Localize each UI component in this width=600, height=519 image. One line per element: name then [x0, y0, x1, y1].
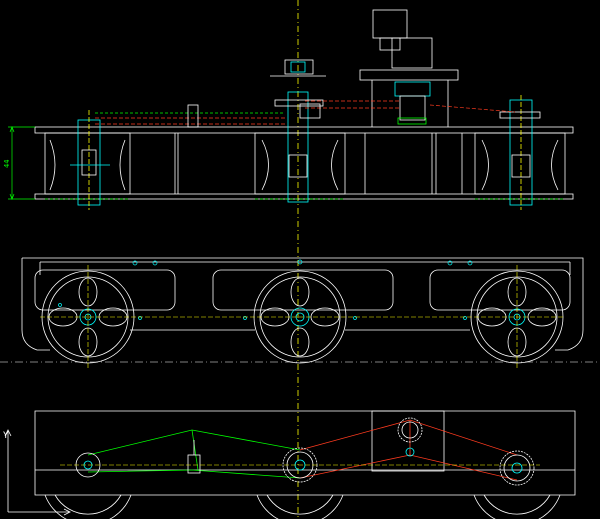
mounting-holes	[58, 259, 473, 320]
sprockets	[75, 417, 535, 486]
gearbox-plate	[371, 410, 445, 472]
side-centerlines	[40, 265, 565, 368]
right-wheel-housing	[474, 132, 566, 195]
tensioner	[187, 440, 201, 474]
top-plate	[34, 126, 574, 134]
side-frame	[21, 257, 584, 351]
chain-lower	[299, 419, 518, 481]
belt-lines-top	[45, 112, 565, 200]
idler-shafts	[187, 103, 321, 128]
ucs-icon	[4, 429, 71, 516]
right-sprocket	[499, 450, 535, 486]
gearbox-sprocket	[397, 417, 423, 457]
middle-wheel-profile	[261, 139, 339, 191]
right-wheel-profile	[481, 139, 559, 191]
left-wheel-profile	[49, 139, 126, 191]
frame-cutout	[34, 269, 176, 311]
belt-lower	[87, 429, 301, 479]
ucs-y-label: Y	[3, 431, 9, 441]
height-dimension	[8, 126, 35, 200]
motor-mount-plate	[359, 69, 459, 81]
frame-cutout	[212, 269, 394, 311]
motor-body	[372, 9, 408, 39]
middle-wheel-housing	[254, 132, 346, 195]
chain-lines-top	[95, 100, 516, 125]
frame-cutout	[429, 269, 571, 311]
middle-axle-assembly	[270, 59, 326, 203]
top-section-view	[34, 126, 574, 200]
motor-assembly	[359, 9, 459, 127]
drive-train-view	[34, 410, 576, 519]
right-axle-assembly	[499, 95, 541, 210]
dimension-text: 44	[3, 160, 11, 168]
side-elevation-view	[21, 257, 584, 351]
bottom-plate	[34, 193, 574, 200]
left-wheel-housing	[44, 132, 131, 195]
left-axle-assembly	[70, 110, 110, 210]
